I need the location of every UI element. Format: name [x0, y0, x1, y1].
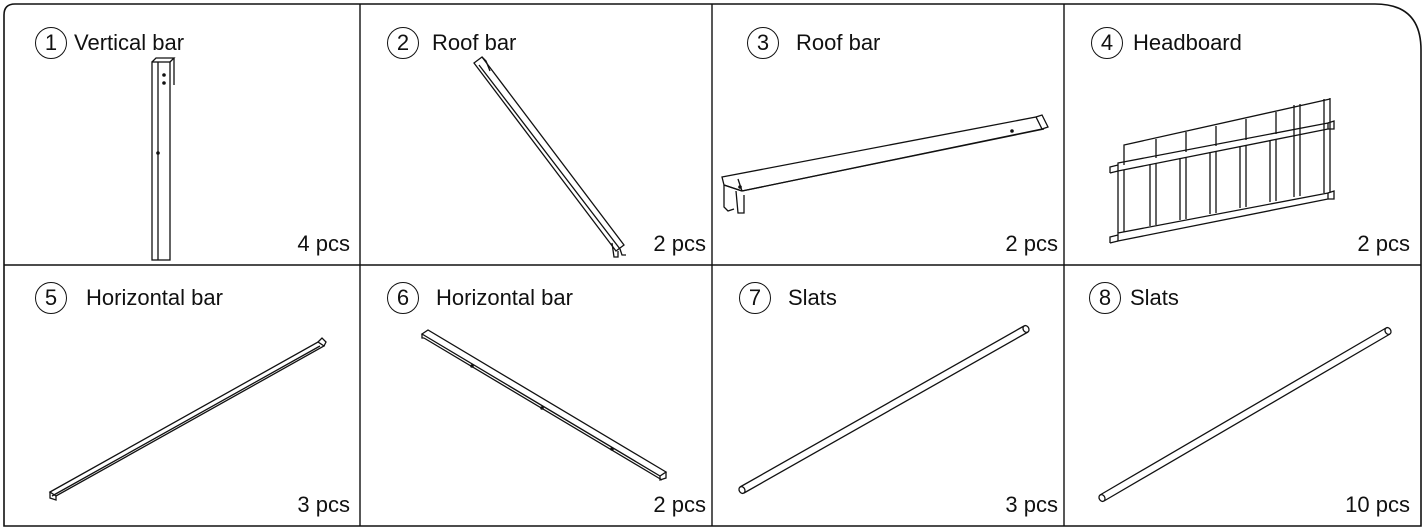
- part-name: Slats: [1130, 285, 1179, 310]
- slat-icon: [738, 324, 1030, 495]
- part-quantity: 3 pcs: [1005, 492, 1058, 517]
- part-quantity: 2 pcs: [653, 492, 706, 517]
- part-number-badge: 4: [1091, 27, 1123, 59]
- part-cell-2: 2 Roof bar 2 pcs: [362, 5, 714, 265]
- part-cell-1: 1 Vertical bar 4 pcs: [6, 5, 358, 265]
- part-number-badge: 2: [387, 27, 419, 59]
- part-cell-5: 5 Horizontal bar 3 pcs: [6, 266, 358, 526]
- slat-icon: [1098, 326, 1392, 503]
- vertical-bar-icon: [151, 57, 176, 261]
- part-number-badge: 7: [739, 282, 771, 314]
- part-number-badge: 8: [1089, 282, 1121, 314]
- part-cell-3: 3 Roof bar 2 pcs: [714, 5, 1066, 265]
- part-cell-4: 4 Headboard: [1066, 5, 1418, 265]
- part-quantity: 3 pcs: [297, 492, 350, 517]
- part-cell-6: 6 Horizontal bar 2 pcs: [362, 266, 714, 526]
- horizontal-bar-holes-icon: [420, 329, 668, 481]
- part-number-badge: 1: [35, 27, 67, 59]
- part-number-badge: 3: [747, 27, 779, 59]
- part-quantity: 2 pcs: [1357, 231, 1410, 256]
- part-name: Headboard: [1133, 30, 1242, 55]
- part-number-badge: 6: [387, 282, 419, 314]
- part-quantity: 2 pcs: [1005, 231, 1058, 256]
- roof-bar-bracket-icon: [721, 114, 1049, 214]
- part-number-badge: 5: [35, 282, 67, 314]
- part-quantity: 10 pcs: [1345, 492, 1410, 517]
- part-cell-7: 7 Slats 3 pcs: [714, 266, 1066, 526]
- part-quantity: 2 pcs: [653, 231, 706, 256]
- part-name: Vertical bar: [74, 30, 185, 55]
- roof-bar-icon: [473, 56, 626, 258]
- headboard-icon: [1109, 98, 1335, 244]
- part-name: Horizontal bar: [86, 285, 223, 310]
- part-cell-8: 8 Slats 10 pcs: [1066, 266, 1418, 526]
- part-name: Roof bar: [796, 30, 881, 55]
- horizontal-bar-icon: [48, 337, 327, 501]
- part-name: Slats: [788, 285, 837, 310]
- part-quantity: 4 pcs: [297, 231, 350, 256]
- part-name: Roof bar: [432, 30, 517, 55]
- part-name: Horizontal bar: [436, 285, 573, 310]
